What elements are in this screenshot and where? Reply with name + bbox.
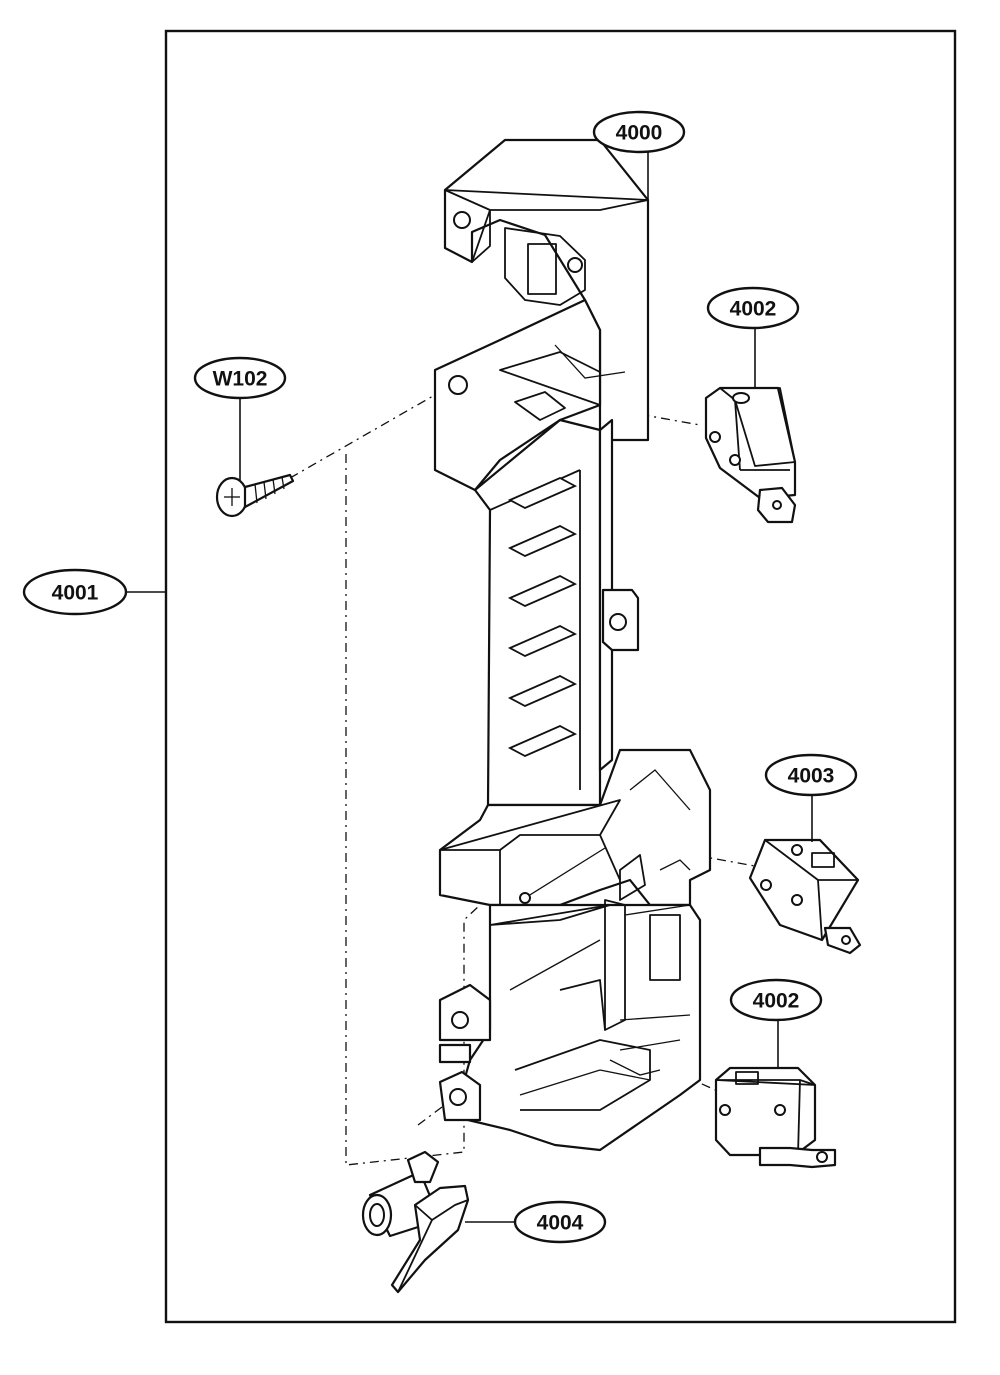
callout-w102-label: W102 bbox=[213, 368, 268, 391]
callout-4000-label: 4000 bbox=[616, 122, 663, 145]
latch-board-part bbox=[433, 138, 712, 1152]
callout-4002-bottom: 4002 bbox=[729, 978, 823, 1022]
screw-part bbox=[215, 397, 295, 518]
callout-4001-label: 4001 bbox=[52, 582, 99, 605]
callout-w102: W102 bbox=[193, 356, 287, 400]
callout-4000: 4000 bbox=[592, 110, 686, 200]
callout-4004: 4004 bbox=[513, 1200, 607, 1244]
micro-switch-bottom-part bbox=[714, 1020, 837, 1169]
callout-4003: 4003 bbox=[764, 753, 858, 797]
callout-4001: 4001 bbox=[22, 568, 128, 616]
micro-switch-top-part bbox=[704, 326, 797, 524]
callout-4003-label: 4003 bbox=[788, 765, 835, 788]
callout-4002-top: 4002 bbox=[706, 286, 800, 330]
callout-4002-bottom-label: 4002 bbox=[753, 990, 800, 1013]
callout-4002-top-label: 4002 bbox=[730, 298, 777, 321]
micro-switch-middle-part bbox=[748, 794, 862, 955]
assembly-frame bbox=[125, 29, 957, 1324]
callout-4004-label: 4004 bbox=[537, 1212, 584, 1235]
lever-part bbox=[361, 1150, 518, 1294]
